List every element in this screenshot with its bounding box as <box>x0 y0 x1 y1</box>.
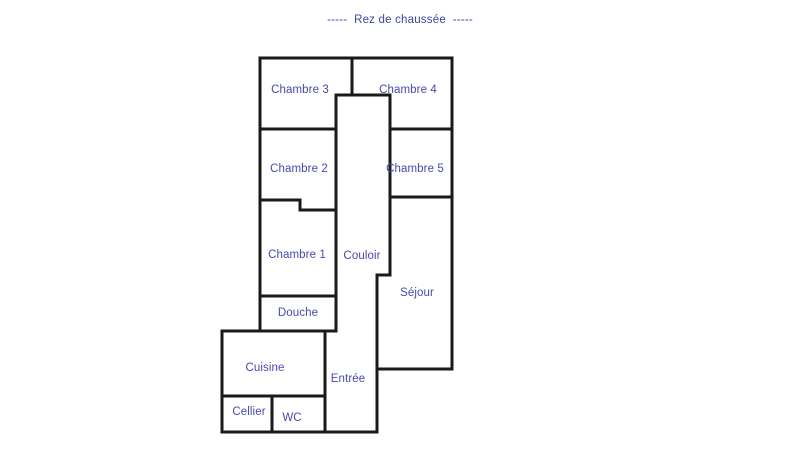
room-label-douche: Douche <box>277 307 319 319</box>
room-label-couloir: Couloir <box>343 250 381 262</box>
wall-chambre2-bottom <box>258 198 338 212</box>
wall-group <box>220 56 454 434</box>
room-label-chambre-1: Chambre 1 <box>268 249 326 261</box>
room-label-chambre-2: Chambre 2 <box>270 163 328 175</box>
wall-couloir-right <box>375 93 392 434</box>
room-label-chambre-4: Chambre 4 <box>379 84 437 96</box>
room-label-chambre-3: Chambre 3 <box>271 84 329 96</box>
room-label-cellier: Cellier <box>232 406 266 418</box>
page-title: ----- Rez de chaussée ----- <box>327 14 473 26</box>
room-label-wc: WC <box>282 412 302 424</box>
room-label-sejour: Séjour <box>400 287 434 299</box>
room-label-chambre-5: Chambre 5 <box>386 163 444 175</box>
room-label-cuisine: Cuisine <box>245 362 285 374</box>
room-label-entree: Entrée <box>330 373 366 385</box>
